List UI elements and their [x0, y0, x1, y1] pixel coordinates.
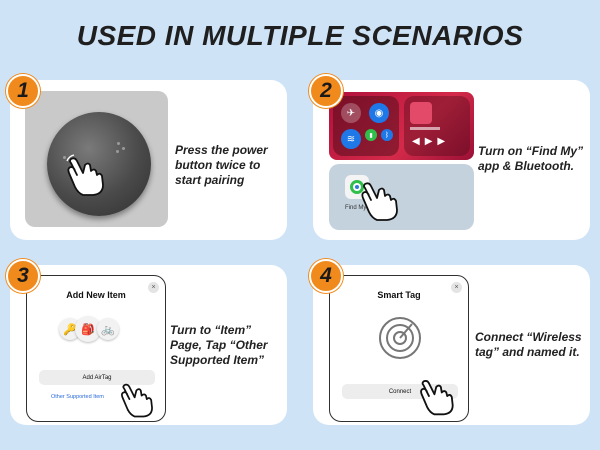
bluetooth-icon[interactable]: ᛒ	[381, 129, 393, 141]
playback-controls-icon[interactable]: ◀▶▶	[412, 136, 451, 147]
tap-hand-icon	[121, 383, 153, 418]
add-new-item-screen: Add New Item × 🔑 🎒 🚲 Add AirTag Other Su…	[26, 275, 166, 422]
step-card-1: 1 Press the power button twice to start …	[6, 74, 287, 240]
tap-hand-icon	[66, 154, 104, 196]
control-center-panel: ✈ ◉ ≋ ▮ ᛒ ◀▶▶	[329, 92, 474, 160]
page-title: USED IN MULTIPLE SCENARIOS	[76, 20, 524, 51]
close-icon[interactable]: ×	[451, 282, 462, 293]
smart-tag-screen: Smart Tag × Connect	[329, 275, 469, 422]
step-caption: Connect “Wireless tag” and named it.	[475, 330, 582, 359]
step-number-badge: 2	[309, 74, 343, 108]
step-card-2: 2 ✈ ◉ ≋ ▮ ᛒ ◀▶▶ Find My Turn on “Find My…	[309, 74, 590, 240]
connectivity-tile: ✈ ◉ ≋ ▮ ᛒ	[333, 96, 399, 156]
airplane-icon[interactable]: ✈	[341, 103, 361, 123]
step-caption: Turn on “Find My” app & Bluetooth.	[478, 144, 584, 173]
backpack-icon: 🎒	[75, 316, 101, 342]
home-screen-panel: Find My	[329, 164, 474, 230]
add-airtag-button[interactable]: Add AirTag	[39, 370, 155, 385]
step-number-badge: 4	[309, 259, 343, 293]
step-number-badge: 1	[6, 74, 40, 108]
tracker-photo	[25, 91, 168, 227]
tap-hand-icon	[361, 182, 398, 221]
step-caption: Turn to “Item” Page, Tap “Other Supporte…	[170, 323, 268, 367]
step-caption: Press the power button twice to start pa…	[175, 143, 268, 187]
airdrop-icon[interactable]: ◉	[369, 103, 389, 123]
other-supported-item-link[interactable]: Other Supported Item	[51, 394, 104, 400]
wifi-icon[interactable]: ≋	[341, 129, 361, 149]
close-icon[interactable]: ×	[148, 282, 159, 293]
screen-title: Add New Item	[66, 290, 126, 300]
radar-icon	[379, 317, 421, 359]
screen-title: Smart Tag	[377, 290, 421, 300]
album-art	[410, 102, 432, 124]
find-my-app-label: Find My	[345, 205, 367, 211]
music-tile: ◀▶▶	[404, 96, 470, 156]
tracker-device	[47, 112, 151, 216]
step-card-3: 3 Add New Item × 🔑 🎒 🚲 Add AirTag Other …	[6, 259, 287, 425]
step-number-badge: 3	[6, 259, 40, 293]
find-my-app-icon[interactable]	[345, 175, 369, 199]
tap-hand-icon	[420, 379, 454, 416]
bicycle-icon: 🚲	[97, 318, 119, 340]
cellular-icon[interactable]: ▮	[365, 129, 377, 141]
step-card-4: 4 Smart Tag × Connect Connect “Wireless …	[309, 259, 590, 425]
